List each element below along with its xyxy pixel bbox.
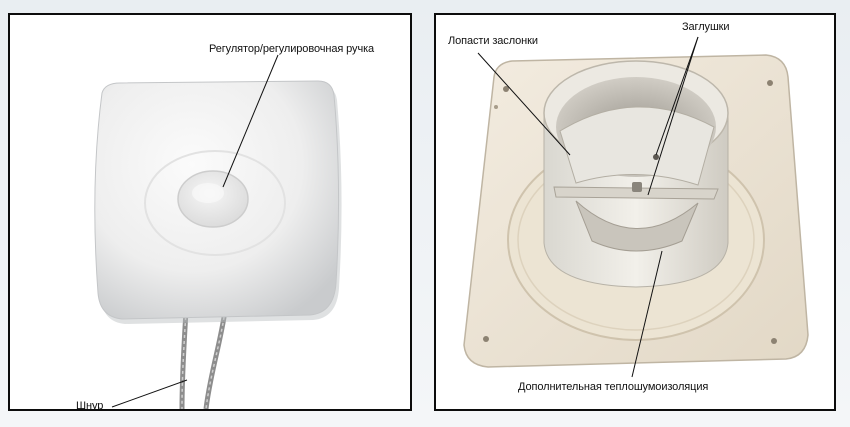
fan-cover-illustration	[94, 54, 342, 409]
damper-blade-upper	[559, 106, 715, 186]
cord-label: Шнур	[76, 400, 104, 411]
cord-leader-line	[111, 379, 188, 408]
damper-axis	[553, 186, 719, 200]
insulation-label: Дополнительная теплошумоизоляция	[518, 381, 709, 393]
left-photo-panel: Регулятор/регулировочная ручка Шнур	[8, 13, 412, 411]
blades-leader-line	[477, 52, 571, 156]
plugs-leader-line-2	[647, 36, 699, 196]
blades-label: Лопасти заслонки	[448, 35, 538, 47]
regulator-label: Регулятор/регулировочная ручка	[209, 43, 375, 55]
plugs-label: Заглушки	[682, 21, 730, 33]
plug-dot	[653, 154, 659, 160]
fan-damper-illustration	[463, 36, 809, 378]
plugs-leader-line-1	[655, 36, 699, 156]
damper-blade-lower	[575, 200, 699, 252]
right-photo-panel: Лопасти заслонки Заглушки Дополнительная…	[434, 13, 836, 411]
insulation-leader-line	[631, 250, 663, 378]
regulator-leader-line	[222, 54, 279, 188]
